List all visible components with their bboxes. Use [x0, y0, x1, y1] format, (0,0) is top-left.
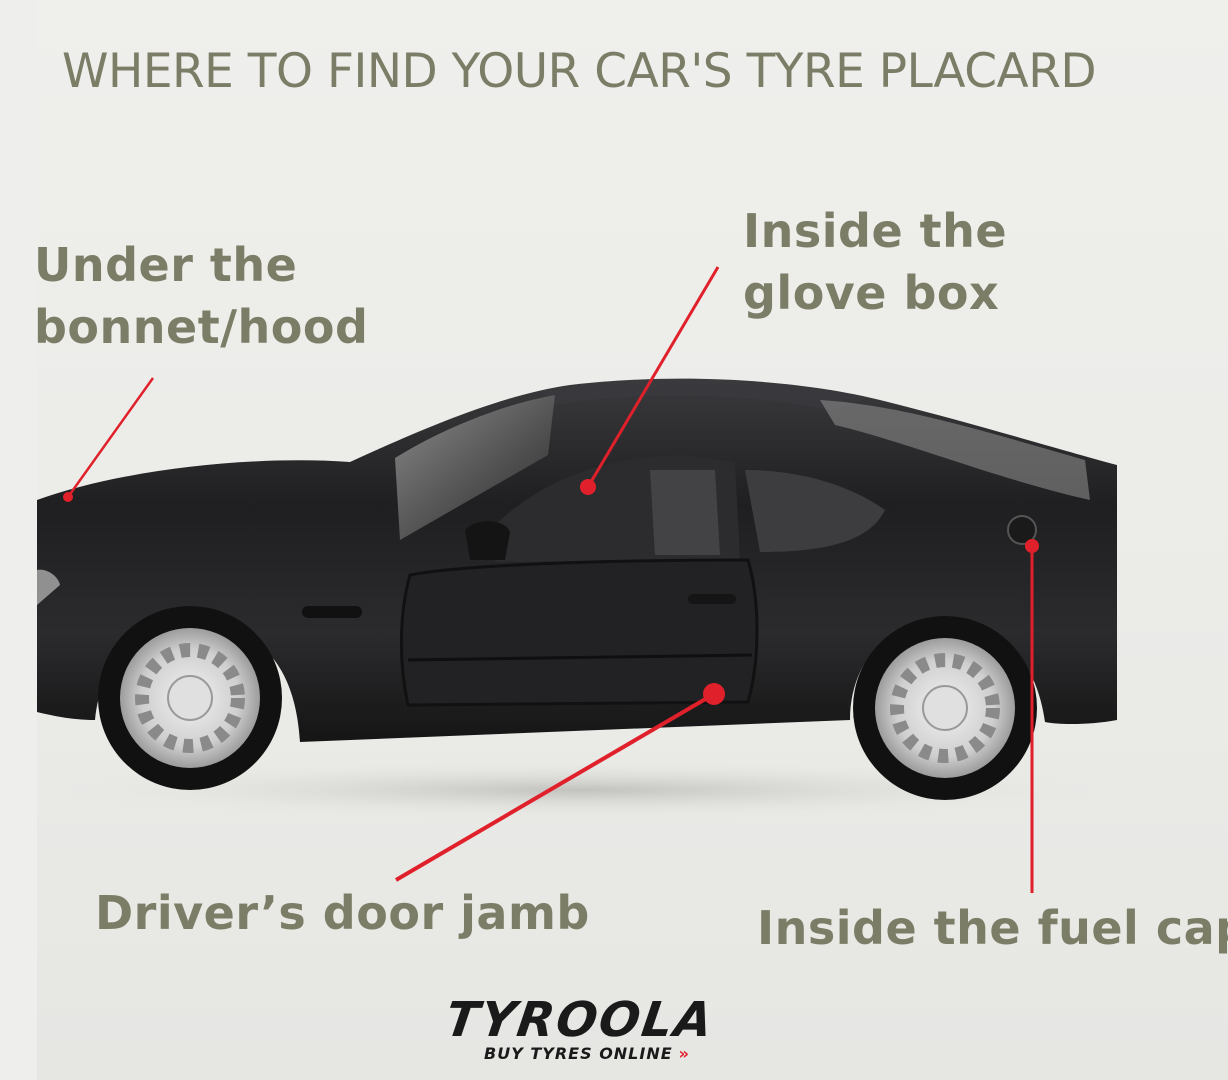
tyroola-logo: TYROOLA BUY TYRES ONLINE » [440, 992, 720, 1072]
left-margin-strip [0, 0, 37, 1080]
label-door-jamb: Driver’s door jamb [95, 886, 590, 940]
label-glove-box-line-2: glove box [743, 266, 1000, 320]
front-wheel [98, 606, 282, 790]
pointer-glove-box [580, 266, 720, 495]
door-crease [407, 653, 753, 662]
rear-window [820, 400, 1090, 500]
roof-highlight [540, 380, 870, 410]
rear-wheel [853, 616, 1037, 800]
fuel-cap [1007, 515, 1037, 545]
windscreen [395, 395, 555, 540]
label-glove-box: Inside the glove box [743, 200, 1007, 324]
label-under-bonnet-line-2: bonnet/hood [34, 300, 369, 354]
door-panel [399, 558, 759, 707]
side-mirror [465, 521, 510, 560]
label-under-bonnet-line-1: Under the [34, 238, 298, 292]
side-vent [302, 606, 362, 618]
headlight [37, 569, 60, 605]
door-handle [688, 594, 736, 604]
logo-tagline: BUY TYRES ONLINE » [484, 1044, 690, 1063]
rear-side-window [745, 470, 885, 552]
pointer-fuel-cap [1025, 539, 1039, 893]
label-under-bonnet: Under the bonnet/hood [34, 234, 368, 358]
logo-tagline-text: BUY TYRES ONLINE [484, 1044, 673, 1063]
double-chevron-icon: » [678, 1044, 690, 1063]
car-shadow [20, 760, 1140, 820]
label-fuel-cap: Inside the fuel cap [757, 901, 1228, 955]
page-title: WHERE TO FIND YOUR CAR'S TYRE PLACARD [62, 44, 1097, 99]
pointer-bonnet [63, 377, 155, 502]
label-glove-box-line-1: Inside the [743, 204, 1008, 258]
interior-seat [650, 470, 720, 555]
pointer-door-jamb [394, 683, 725, 882]
logo-wordmark: TYROOLA [442, 992, 718, 1048]
